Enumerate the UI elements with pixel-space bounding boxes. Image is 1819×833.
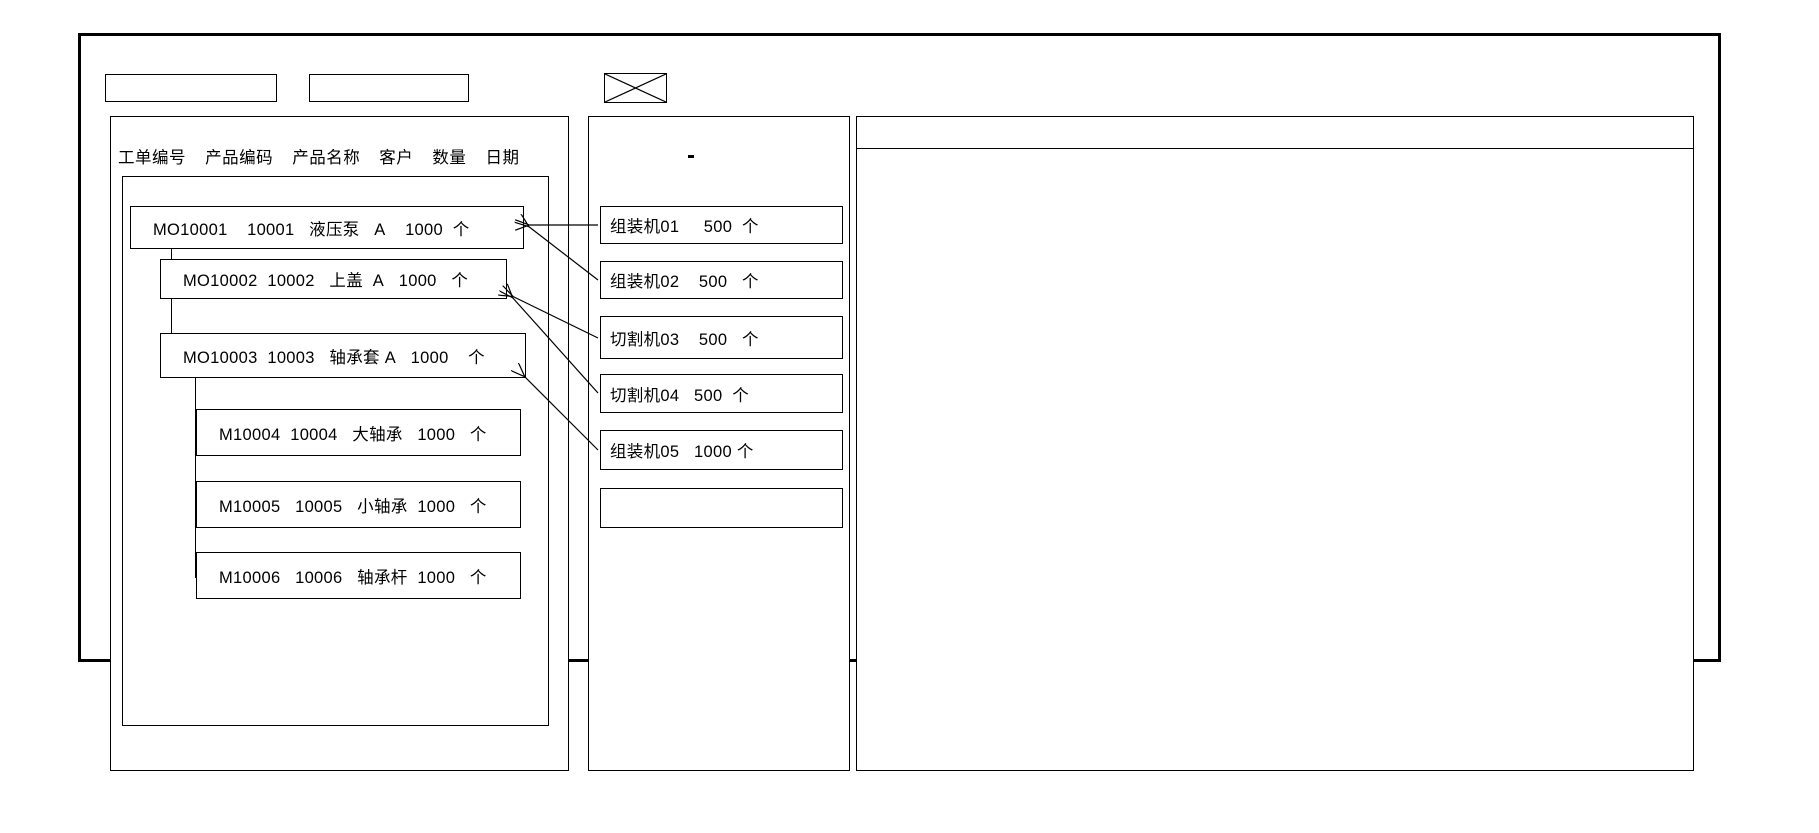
cell-customer: A: [372, 272, 385, 290]
list-item[interactable]: 组装机02 500 个: [600, 261, 843, 299]
cell-product-code: 10001: [247, 220, 295, 239]
cell-qty: 1000: [417, 425, 456, 444]
cell-product-code: 10002: [267, 272, 315, 290]
cell-order-no: MO10003: [183, 348, 258, 367]
cell-order-no: MO10002: [183, 272, 258, 290]
cell-product-name: 液压泵: [309, 220, 360, 239]
column-header-date: 日期: [485, 149, 520, 167]
image-placeholder-icon[interactable]: [604, 73, 667, 103]
column-header-order-no: 工单编号: [118, 149, 186, 167]
cell-unit: 个: [451, 272, 469, 290]
cell-order-no: M10004: [219, 425, 281, 444]
column-header-customer: 客户: [379, 149, 414, 167]
table-row[interactable]: MO10002 10002 上盖 A 1000 个: [160, 259, 507, 299]
cell-qty: 1000: [405, 220, 443, 239]
table-row[interactable]: MO10001 10001 液压泵 A 1000 个: [130, 206, 524, 249]
machine-name: 切割机04: [610, 386, 680, 405]
toolbar-field-2[interactable]: [309, 74, 469, 102]
cross-box-glyph: [605, 74, 666, 102]
cell-customer: A: [384, 348, 396, 367]
list-item[interactable]: 切割机03 500 个: [600, 316, 843, 359]
cell-unit: 个: [469, 497, 487, 516]
detail-panel-divider: [857, 148, 1693, 149]
machine-unit: 个: [742, 273, 759, 291]
cell-order-no: MO10001: [153, 220, 228, 239]
list-item[interactable]: 组装机01 500 个: [600, 206, 843, 244]
machine-qty: 500: [694, 386, 723, 405]
table-row[interactable]: M10006 10006 轴承杆 1000 个: [196, 552, 521, 599]
cell-product-name: 轴承套: [329, 348, 380, 367]
detail-panel[interactable]: [856, 116, 1694, 771]
list-item-empty[interactable]: [600, 488, 843, 528]
cell-customer: A: [374, 220, 386, 239]
toolbar-field-1[interactable]: [105, 74, 277, 102]
cell-qty: 1000: [410, 348, 449, 367]
machine-qty: 500: [698, 273, 728, 291]
cell-product-code: 10004: [290, 425, 338, 444]
work-order-column-headers: 工单编号 产品编码 产品名称 客户 数量 日期: [118, 144, 538, 170]
machine-qty: 500: [698, 330, 728, 349]
cell-product-name: 轴承杆: [357, 568, 408, 587]
list-item[interactable]: 组装机05 1000 个: [600, 430, 843, 470]
machine-name: 组装机02: [610, 273, 680, 291]
machine-name: 切割机03: [610, 330, 680, 349]
cell-product-code: 10005: [295, 497, 343, 516]
cell-unit: 个: [452, 220, 470, 239]
table-row[interactable]: M10005 10005 小轴承 1000 个: [196, 481, 521, 528]
cell-product-name: 小轴承: [357, 497, 408, 516]
machine-unit: 个: [736, 443, 754, 461]
cell-product-code: 10003: [267, 348, 315, 367]
cell-qty: 1000: [417, 568, 456, 587]
column-header-product-name: 产品名称: [292, 149, 361, 167]
table-row[interactable]: M10004 10004 大轴承 1000 个: [196, 409, 521, 456]
dot-marker-icon: [688, 155, 694, 158]
machine-name: 组装机01: [610, 218, 680, 236]
machine-qty: 1000: [694, 443, 732, 461]
cell-unit: 个: [469, 568, 487, 587]
cell-order-no: M10005: [219, 497, 281, 516]
machine-qty: 500: [703, 218, 733, 236]
machine-name: 组装机05: [610, 443, 680, 461]
tree-stem-level-2: [195, 370, 196, 577]
cell-product-code: 10006: [295, 568, 343, 587]
table-row[interactable]: MO10003 10003 轴承套 A 1000 个: [160, 333, 526, 378]
machine-unit: 个: [742, 330, 759, 349]
cell-qty: 1000: [417, 497, 456, 516]
column-header-product-code: 产品编码: [205, 149, 274, 167]
cell-product-name: 上盖: [329, 272, 363, 290]
cell-product-name: 大轴承: [352, 425, 403, 444]
list-item[interactable]: 切割机04 500 个: [600, 374, 843, 413]
machine-unit: 个: [742, 218, 759, 236]
cell-unit: 个: [468, 348, 485, 367]
column-header-qty: 数量: [432, 149, 467, 167]
cell-unit: 个: [469, 425, 487, 444]
machine-unit: 个: [732, 386, 750, 405]
cell-order-no: M10006: [219, 568, 281, 587]
cell-qty: 1000: [398, 272, 437, 290]
